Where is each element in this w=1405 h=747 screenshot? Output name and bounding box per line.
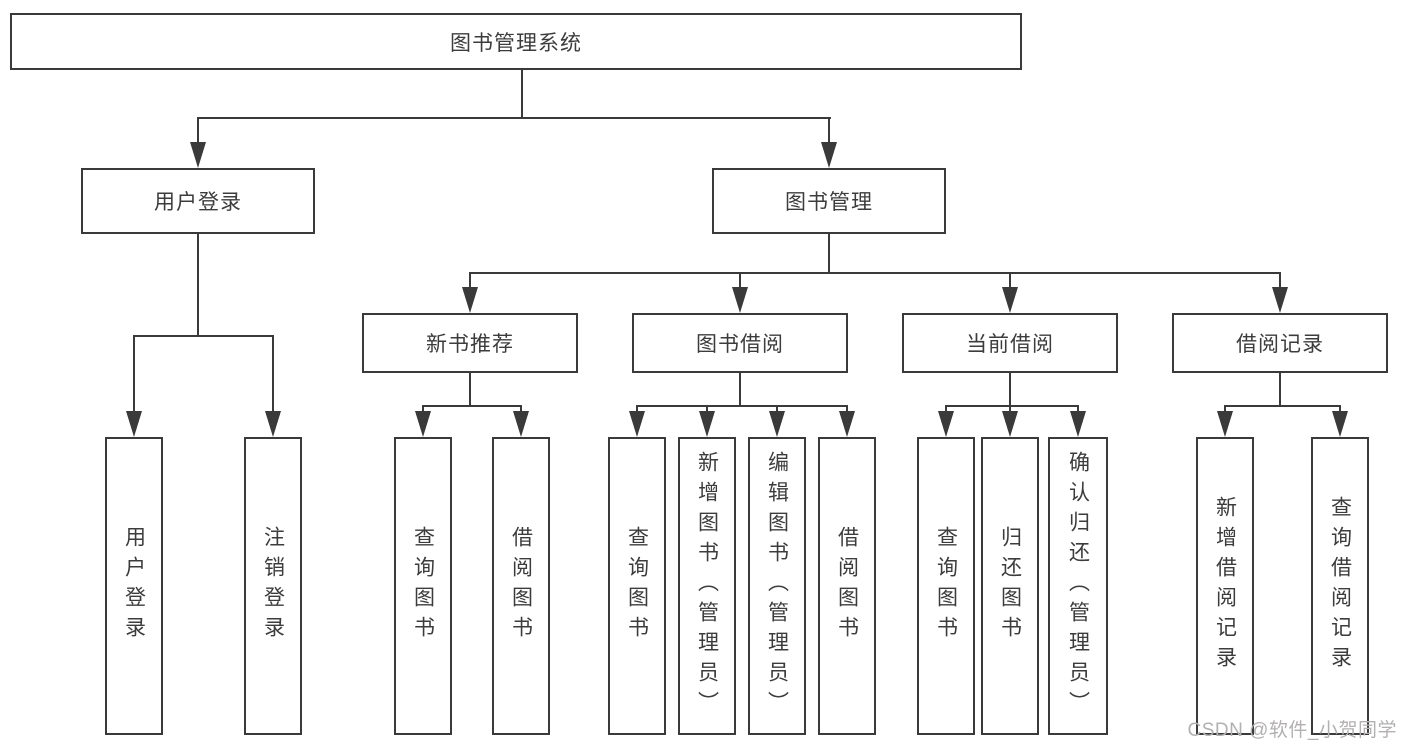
node-current-borrowing-label: 当前借阅 — [966, 333, 1054, 356]
node-book-borrowing: 图书借阅 — [632, 313, 848, 373]
leaf-user-login: 用户登录 — [105, 437, 163, 735]
connector-currentborrow-trunk — [1009, 373, 1011, 407]
connector-shaft — [133, 337, 135, 411]
connector-root-branch — [197, 117, 831, 119]
arrow-down-icon — [126, 411, 142, 437]
arrow-down-icon — [732, 287, 748, 313]
connector-bookborrow-branch — [636, 405, 848, 407]
connector-root-trunk — [521, 70, 523, 119]
leaf-query-borrow-record-label: 查询借阅记录 — [1328, 496, 1352, 676]
arrow-down-icon — [769, 411, 785, 437]
arrow-down-icon — [513, 411, 529, 437]
leaf-logout: 注销登录 — [244, 437, 302, 735]
leaf-edit-book-admin-label: 编辑图书（管理员） — [765, 451, 789, 721]
connector-shaft — [739, 274, 741, 288]
leaf-query-books-borrowing: 查询图书 — [608, 437, 666, 735]
node-book-management-label: 图书管理 — [785, 191, 873, 214]
connector-shaft — [828, 119, 830, 143]
leaf-add-book-admin: 新增图书（管理员） — [678, 437, 736, 735]
connector-userlogin-branch — [133, 335, 274, 337]
leaf-logout-label: 注销登录 — [261, 526, 285, 646]
connector-shaft — [1224, 407, 1226, 413]
leaf-confirm-return-admin-label: 确认归还（管理员） — [1066, 451, 1090, 721]
arrow-down-icon — [1272, 287, 1288, 313]
arrow-down-icon — [1070, 411, 1086, 437]
node-borrow-records: 借阅记录 — [1172, 313, 1388, 373]
arrow-down-icon — [938, 411, 954, 437]
connector-bookmgmt-trunk — [828, 234, 830, 274]
connector-shaft — [1077, 407, 1079, 413]
connector-shaft — [846, 407, 848, 413]
node-new-book-recommend-label: 新书推荐 — [426, 333, 514, 356]
leaf-return-books: 归还图书 — [981, 437, 1039, 735]
node-user-login: 用户登录 — [81, 168, 315, 234]
connector-records-trunk — [1279, 373, 1281, 407]
connector-shaft — [1009, 274, 1011, 288]
arrow-down-icon — [1332, 411, 1348, 437]
node-library-system-label: 图书管理系统 — [450, 31, 582, 55]
arrow-down-icon — [699, 411, 715, 437]
leaf-add-borrow-record: 新增借阅记录 — [1196, 437, 1254, 735]
connector-shaft — [1279, 274, 1281, 288]
connector-records-branch — [1224, 405, 1341, 407]
leaf-query-books-recommend-label: 查询图书 — [411, 526, 435, 646]
connector-newbooks-trunk — [469, 373, 471, 407]
arrow-down-icon — [265, 411, 281, 437]
connector-shaft — [706, 407, 708, 413]
arrow-down-icon — [415, 411, 431, 437]
leaf-query-borrow-record: 查询借阅记录 — [1311, 437, 1369, 735]
connector-shaft — [520, 407, 522, 413]
connector-shaft — [945, 407, 947, 413]
leaf-add-borrow-record-label: 新增借阅记录 — [1213, 496, 1237, 676]
node-borrow-records-label: 借阅记录 — [1236, 333, 1324, 356]
node-current-borrowing: 当前借阅 — [902, 313, 1118, 373]
connector-shaft — [776, 407, 778, 413]
leaf-query-books-current-label: 查询图书 — [934, 526, 958, 646]
arrow-down-icon — [1217, 411, 1233, 437]
node-book-borrowing-label: 图书借阅 — [696, 333, 784, 356]
node-book-management: 图书管理 — [712, 168, 946, 234]
arrow-down-icon — [1002, 287, 1018, 313]
connector-newbooks-branch — [422, 405, 522, 407]
connector-bookmgmt-branch — [469, 272, 1281, 274]
arrow-down-icon — [1002, 411, 1018, 437]
connector-bookborrow-trunk — [739, 373, 741, 407]
connector-shaft — [197, 119, 199, 143]
leaf-query-books-recommend: 查询图书 — [394, 437, 452, 735]
arrow-down-icon — [190, 142, 206, 168]
node-user-login-label: 用户登录 — [154, 191, 242, 214]
csdn-watermark: CSDN @软件_小贺同学 — [1187, 720, 1397, 741]
leaf-query-books-borrowing-label: 查询图书 — [625, 526, 649, 646]
leaf-query-books-current: 查询图书 — [917, 437, 975, 735]
leaf-borrow-books-label: 借阅图书 — [835, 526, 859, 646]
connector-userlogin-trunk — [197, 234, 199, 337]
leaf-borrow-books: 借阅图书 — [818, 437, 876, 735]
connector-shaft — [636, 407, 638, 413]
leaf-edit-book-admin: 编辑图书（管理员） — [748, 437, 806, 735]
node-library-system: 图书管理系统 — [10, 13, 1022, 70]
leaf-user-login-label: 用户登录 — [122, 526, 146, 646]
connector-shaft — [422, 407, 424, 413]
leaf-borrow-books-recommend-label: 借阅图书 — [509, 526, 533, 646]
connector-shaft — [1339, 407, 1341, 413]
leaf-return-books-label: 归还图书 — [998, 526, 1022, 646]
connector-currentborrow-branch — [945, 405, 1079, 407]
connector-shaft — [1009, 407, 1011, 413]
node-new-book-recommend: 新书推荐 — [362, 313, 578, 373]
arrow-down-icon — [629, 411, 645, 437]
leaf-borrow-books-recommend: 借阅图书 — [492, 437, 550, 735]
arrow-down-icon — [839, 411, 855, 437]
leaf-confirm-return-admin: 确认归还（管理员） — [1048, 437, 1108, 735]
connector-shaft — [469, 274, 471, 288]
arrow-down-icon — [462, 287, 478, 313]
leaf-add-book-admin-label: 新增图书（管理员） — [695, 451, 719, 721]
arrow-down-icon — [821, 142, 837, 168]
connector-shaft — [272, 337, 274, 411]
